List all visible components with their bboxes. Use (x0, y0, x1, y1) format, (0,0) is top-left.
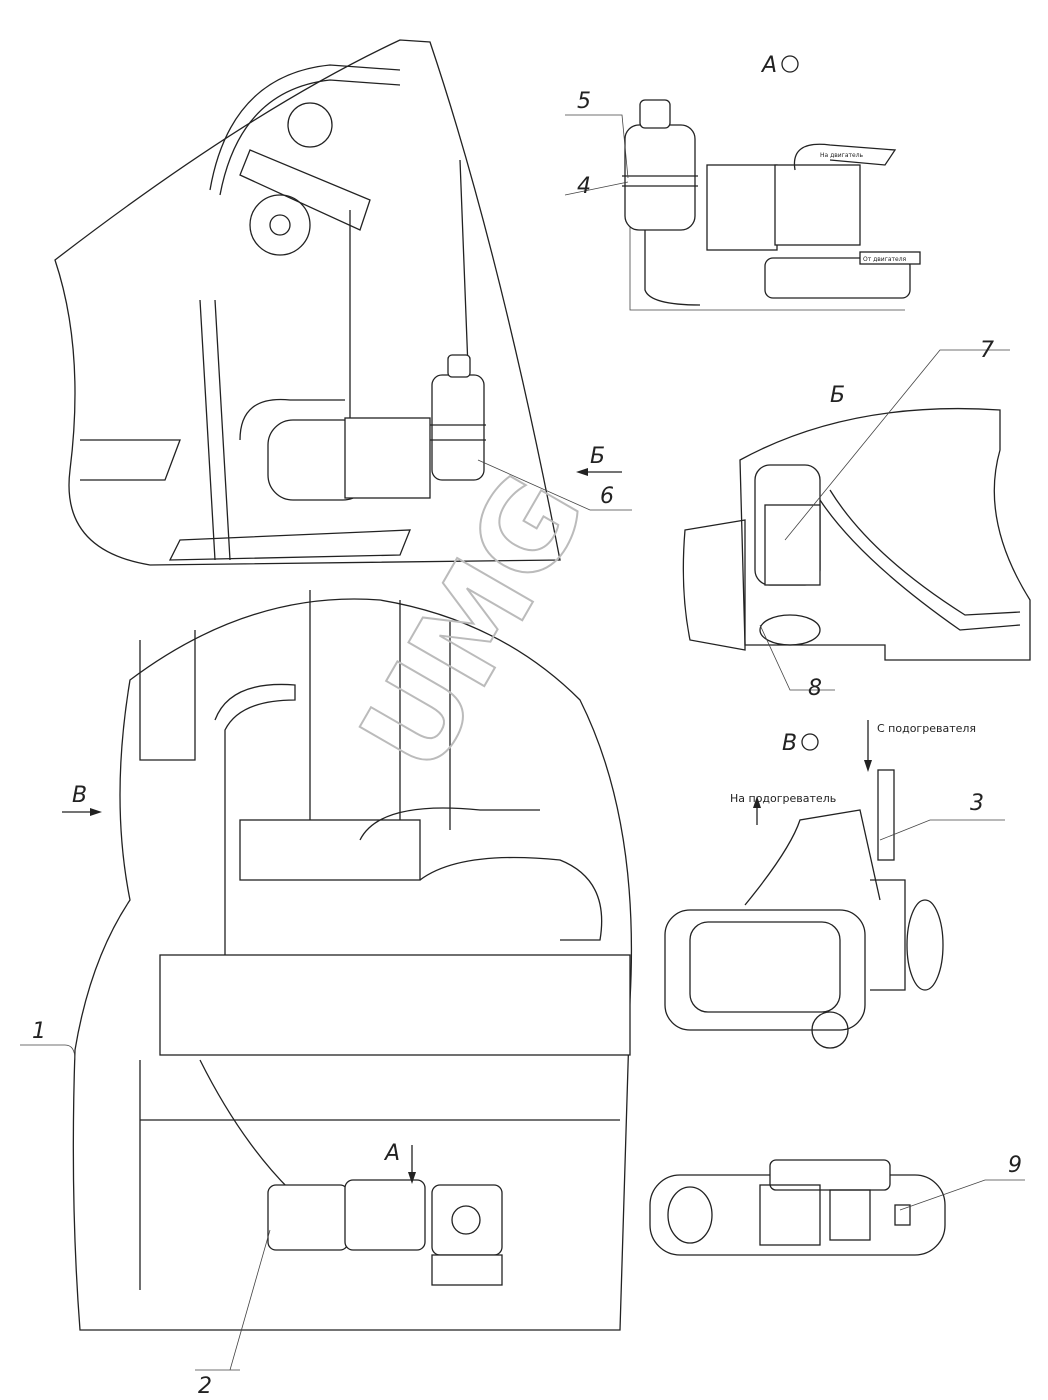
watermark: UMG (335, 452, 613, 795)
callout-8: 8 (808, 676, 822, 701)
callout-2: 2 (198, 1374, 212, 1399)
note-to-engine: На двигатель (820, 152, 864, 159)
note-from-engine: От двигателя (863, 256, 907, 263)
rotated-view-icon (781, 55, 799, 73)
view-b-title: Б (830, 383, 845, 408)
rotated-view-icon (801, 733, 819, 751)
arrow-v-label: В (72, 783, 87, 808)
callout-4: 4 (577, 174, 591, 199)
detail-control-panel (649, 1159, 1025, 1256)
callout-5: 5 (577, 89, 591, 114)
view-a-title: А (760, 53, 777, 78)
detail-view-b (682, 349, 1031, 691)
arrow-b-label: Б (590, 444, 605, 469)
detail-view-v (664, 720, 1005, 1049)
callout-6: 6 (600, 484, 614, 509)
detail-main-engine-view (20, 590, 633, 1371)
detail-engine-compartment-top (54, 39, 632, 566)
note-from-heater: С подогревателя (877, 722, 976, 735)
note-to-heater: На подогреватель (730, 792, 836, 805)
callout-7: 7 (980, 338, 994, 363)
detail-view-a: На двигатель От двигателя (564, 99, 921, 311)
view-v-title: В (782, 731, 797, 756)
callout-9: 9 (1008, 1153, 1022, 1178)
callout-3: 3 (970, 791, 984, 816)
callout-1: 1 (32, 1019, 46, 1044)
arrow-a-label: А (383, 1141, 400, 1166)
